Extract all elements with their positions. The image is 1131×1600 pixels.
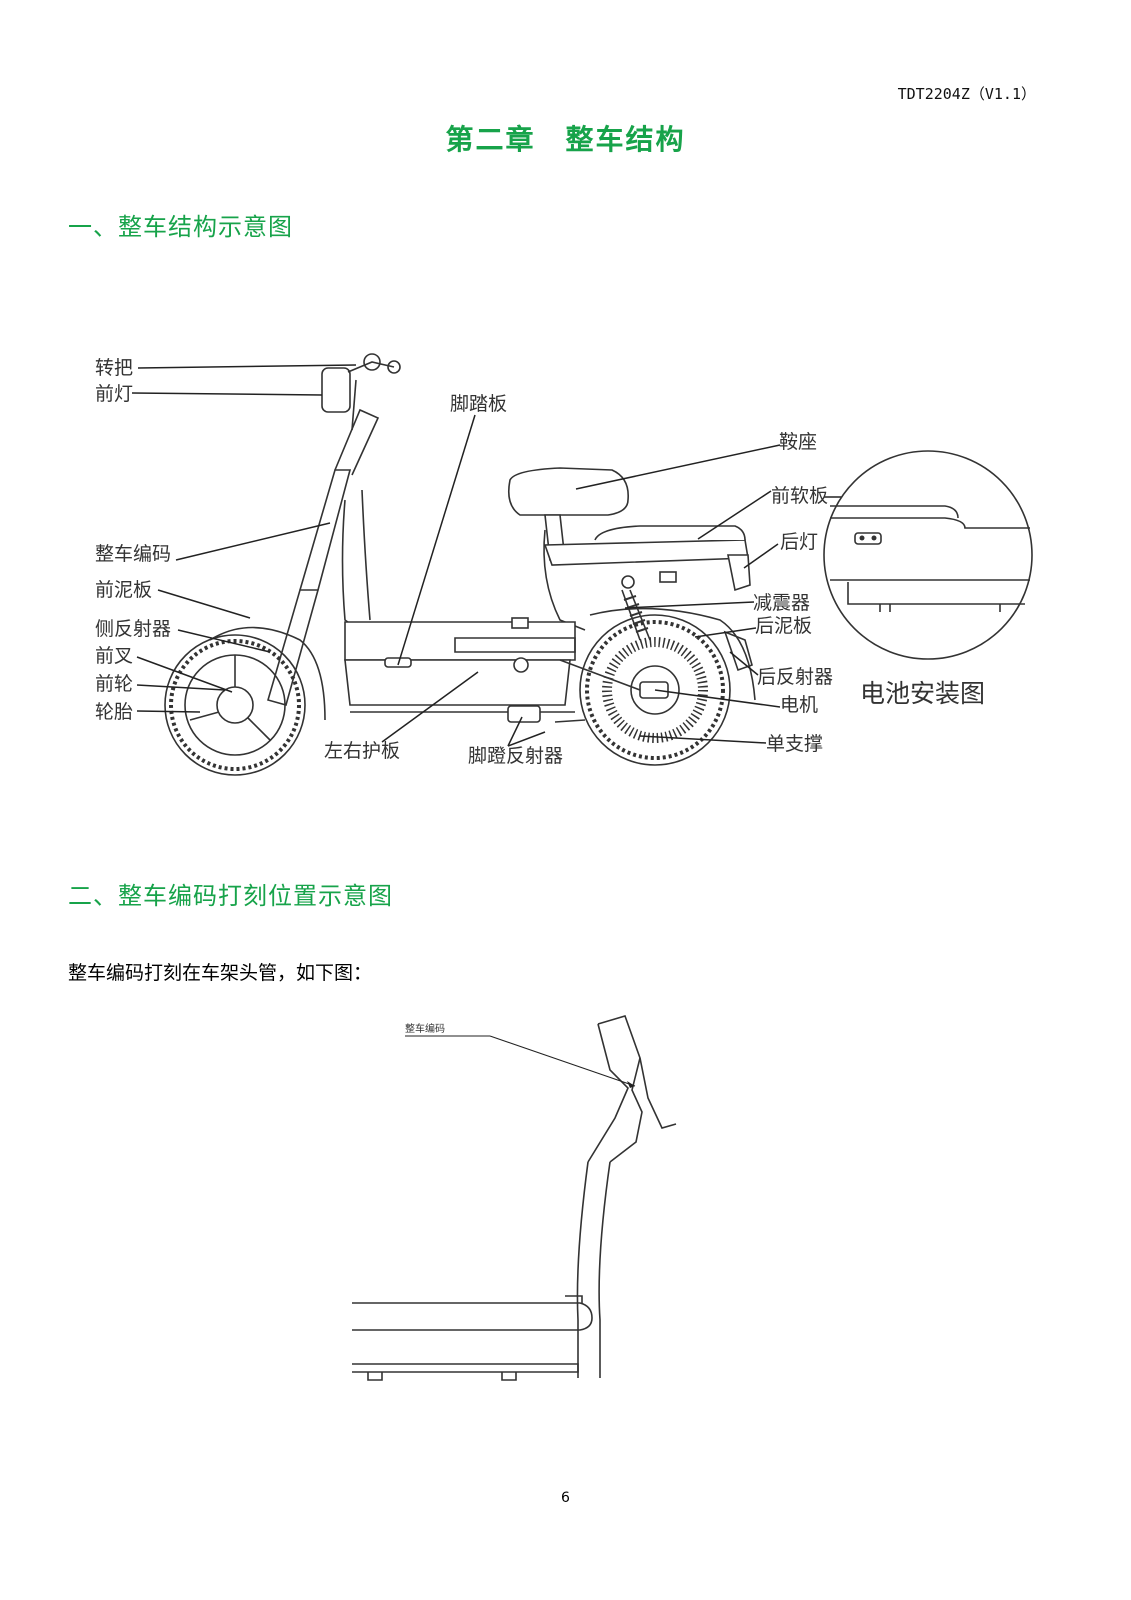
label-single-stand: 单支撑	[766, 733, 823, 755]
section-title-structure: 一、整车结构示意图	[68, 213, 293, 241]
battery-inset-drawing	[823, 450, 1033, 660]
label-side-reflector: 侧反射器	[95, 618, 171, 640]
front-fender-drawing	[209, 626, 326, 721]
label-tire: 轮胎	[95, 701, 133, 723]
footboard-drawing	[344, 617, 576, 713]
front-fork-drawing	[267, 353, 401, 706]
label-front-fork: 前叉	[95, 645, 133, 667]
label-side-guard: 左右护板	[324, 740, 400, 762]
label-saddle: 鞍座	[779, 431, 817, 453]
label-motor: 电机	[780, 694, 818, 716]
scooter-structure-diagram: 转把 前灯 脚踏板 鞍座 前软板 后灯 整车编码 前泥板 侧反射器 前叉 前轮 …	[95, 353, 1033, 776]
label-rear-fender: 后泥板	[755, 615, 812, 637]
label-pedal-reflector: 脚蹬反射器	[468, 745, 563, 767]
body-paragraph: 整车编码打刻在车架头管，如下图：	[68, 962, 373, 984]
label-footboard: 脚踏板	[450, 393, 507, 415]
page-number: 6	[561, 1490, 570, 1506]
label-front-soft-panel: 前软板	[771, 485, 828, 507]
label-vin-position: 整车编码	[405, 1022, 445, 1035]
section-title-vin-position: 二、整车编码打刻位置示意图	[68, 882, 393, 910]
label-shock-absorber: 减震器	[753, 592, 810, 614]
frame-drawing	[341, 489, 586, 631]
head-tube-diagram: 整车编码	[352, 1015, 677, 1381]
shock-absorber-drawing	[621, 575, 651, 641]
label-headlight: 前灯	[95, 383, 133, 405]
label-rear-reflector: 后反射器	[757, 666, 833, 688]
label-handlebar: 转把	[95, 357, 133, 379]
label-front-wheel: 前轮	[95, 673, 133, 695]
seat-drawing	[507, 467, 751, 592]
head-tube-drawing	[352, 1015, 677, 1381]
label-front-fender: 前泥板	[95, 579, 152, 601]
battery-inset-caption: 电池安装图	[860, 679, 985, 708]
chapter-title: 第二章 整车结构	[445, 123, 686, 156]
label-vin: 整车编码	[95, 543, 171, 565]
leader-lines	[131, 364, 860, 747]
document-code: TDT2204Z（V1.1）	[897, 85, 1036, 103]
label-taillight: 后灯	[780, 531, 818, 553]
pedal-drawing	[507, 705, 541, 723]
